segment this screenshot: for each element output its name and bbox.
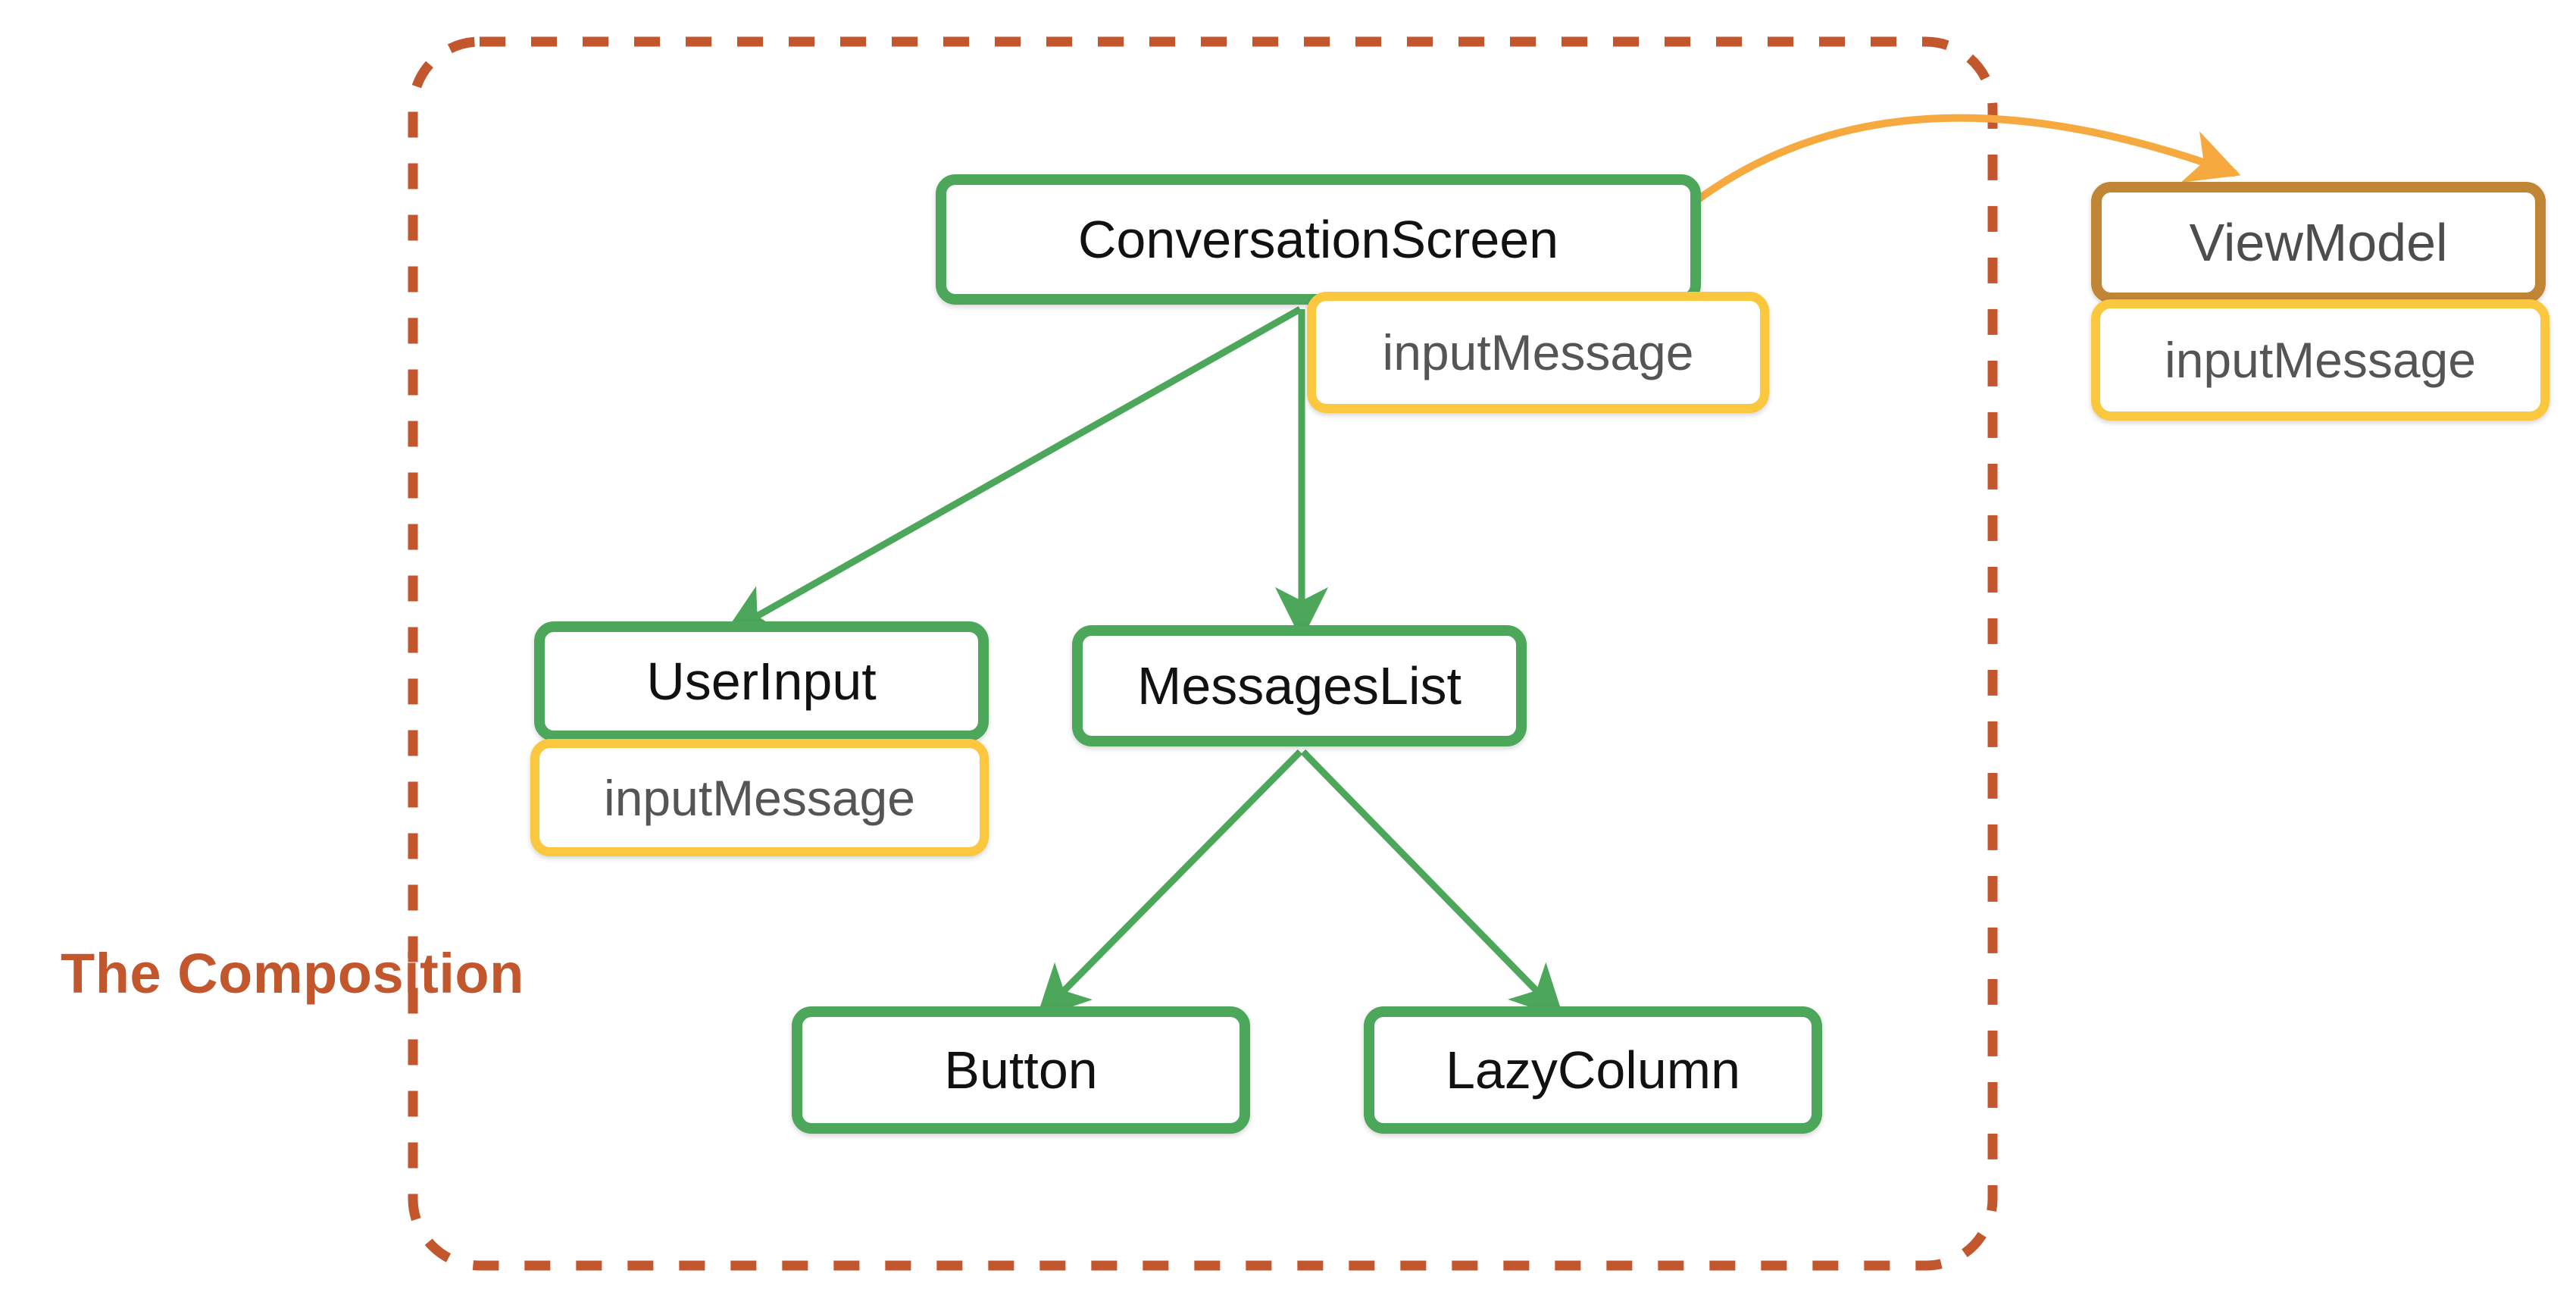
node-view-model[interactable]: ViewModel [2091, 182, 2546, 303]
edge-conversationscreen-userinput [723, 306, 1302, 636]
node-label-view-model: ViewModel [2189, 213, 2448, 272]
node-label-messages-list: MessagesList [1137, 656, 1462, 715]
node-conversation-screen[interactable]: ConversationScreen [936, 174, 1701, 305]
node-label-button: Button [944, 1040, 1098, 1100]
node-user-input-state[interactable]: inputMessage [530, 739, 989, 856]
node-view-model-state[interactable]: inputMessage [2091, 299, 2549, 421]
node-conversation-screen-state[interactable]: inputMessage [1307, 292, 1769, 413]
node-label-conversation-screen: ConversationScreen [1077, 210, 1559, 269]
node-messages-list[interactable]: MessagesList [1072, 625, 1527, 746]
node-label-view-model-state: inputMessage [2165, 332, 2476, 388]
edge-messageslist-button [1036, 749, 1303, 1019]
node-label-user-input: UserInput [646, 652, 877, 711]
node-button[interactable]: Button [792, 1006, 1250, 1134]
edge-messageslist-lazycolumn [1300, 749, 1565, 1019]
node-label-lazy-column: LazyColumn [1445, 1040, 1741, 1100]
node-label-user-input-state: inputMessage [604, 769, 915, 826]
composition-container-label: The Composition [61, 942, 524, 1005]
node-lazy-column[interactable]: LazyColumn [1364, 1006, 1822, 1134]
node-label-conversation-screen-state: inputMessage [1382, 324, 1694, 380]
node-user-input[interactable]: UserInput [534, 621, 989, 741]
